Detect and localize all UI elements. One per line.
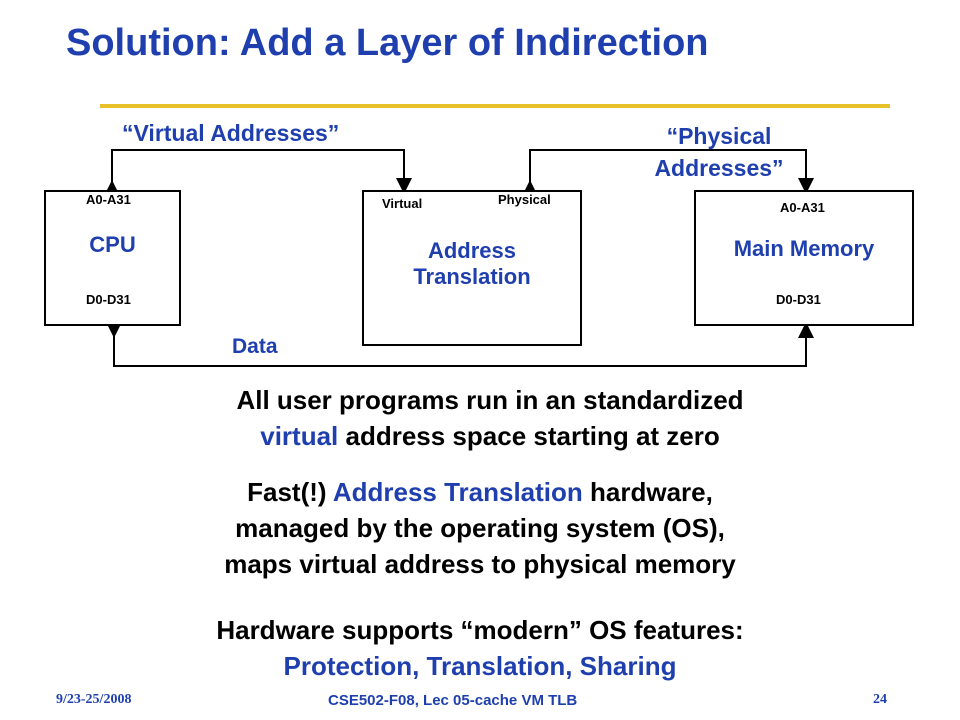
main-memory-box: A0-A31 Main Memory D0-D31 [694, 190, 914, 326]
footer-course: CSE502-F08, Lec 05-cache VM TLB [328, 692, 578, 709]
physical-output-label: Physical [498, 192, 551, 207]
cpu-data-pins: D0-D31 [86, 292, 131, 307]
paragraph-virtual-space: All user programs run in an standardized… [10, 382, 960, 454]
paragraph-translation-line1: Fast(!) Address Translation hardware, [0, 474, 960, 510]
paragraph-os-features-line1: Hardware supports “modern” OS features: [216, 615, 744, 645]
virtual-address-line [104, 149, 412, 196]
paragraph-virtual-space-line2: virtual address space starting at zero [10, 418, 960, 454]
address-translation-keyword: Address Translation [332, 477, 583, 507]
paragraph-translation-hw: Fast(!) Address Translation hardware, ma… [0, 474, 960, 582]
page-title: Solution: Add a Layer of Indirection [66, 22, 709, 64]
title-underline [100, 104, 890, 108]
footer-page-number: 24 [873, 692, 887, 707]
cpu-address-pins: A0-A31 [86, 192, 131, 207]
os-features-list: Protection, Translation, Sharing [283, 651, 677, 681]
data-bus-line [106, 322, 814, 367]
physical-addresses-label: “Physical Addresses” [654, 123, 784, 181]
hardware-text: hardware, [582, 477, 713, 507]
paragraph-virtual-space-line1: All user programs run in an standardized [236, 385, 744, 415]
address-translation-box: Virtual Physical Address Translation [362, 190, 582, 346]
memory-data-pins: D0-D31 [776, 292, 821, 307]
paragraph-os-features: Hardware supports “modern” OS features: … [0, 612, 960, 684]
paragraph-translation-line3: maps virtual address to physical memory [224, 549, 736, 579]
paragraph-translation-line2: managed by the operating system (OS), [235, 513, 725, 543]
virtual-keyword: virtual [260, 421, 339, 451]
address-translation-label: Address Translation [413, 238, 531, 289]
virtual-addresses-label: “Virtual Addresses” [122, 120, 340, 146]
physical-address-line [522, 149, 814, 196]
main-memory-label: Main Memory [733, 236, 875, 261]
data-bus-label: Data [232, 335, 278, 358]
footer-date: 9/23-25/2008 [56, 692, 132, 707]
cpu-label: CPU [89, 232, 136, 257]
cpu-box: A0-A31 CPU D0-D31 [44, 190, 181, 326]
memory-address-pins: A0-A31 [780, 200, 825, 215]
virtual-space-rest: address space starting at zero [338, 421, 720, 451]
fast-text: Fast(!) [247, 477, 333, 507]
virtual-input-label: Virtual [382, 196, 423, 211]
